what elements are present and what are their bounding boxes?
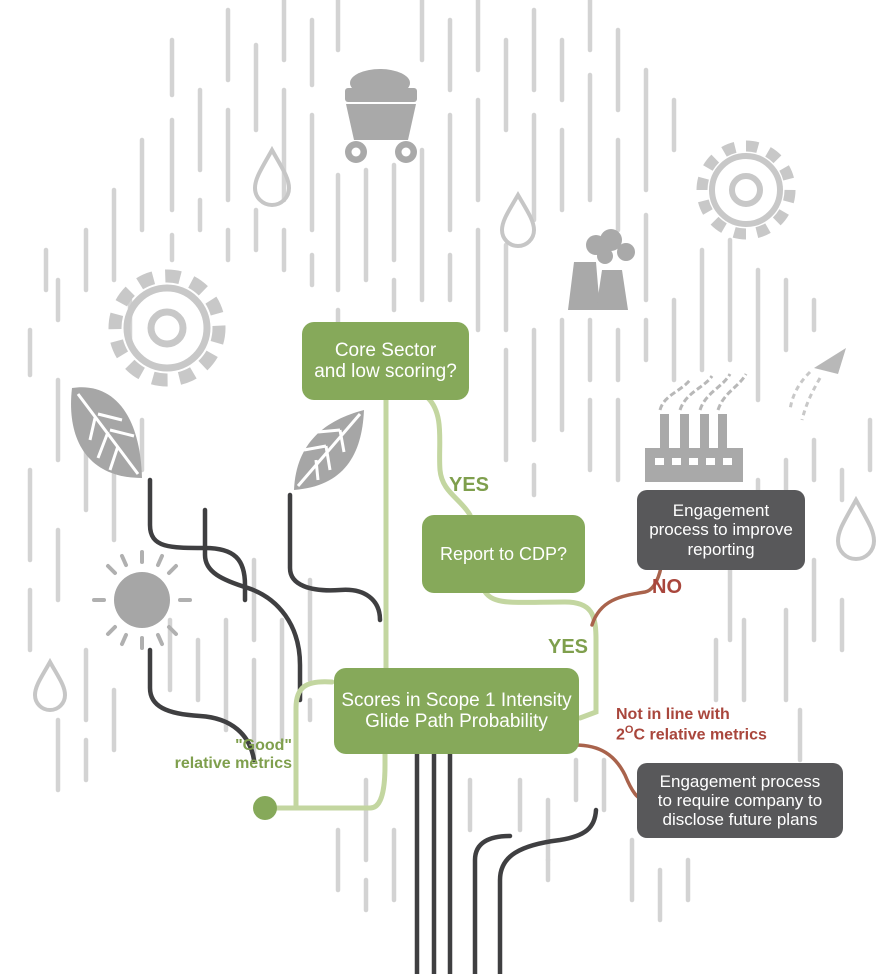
sun-icon xyxy=(92,550,192,650)
leaf-icon xyxy=(294,410,364,490)
degree-symbol: O xyxy=(624,723,634,736)
good-metrics-node xyxy=(253,796,277,820)
rain-streaks xyxy=(27,0,873,923)
gear-icon xyxy=(108,269,226,387)
not-in-line-line1: Not in line with xyxy=(616,706,730,723)
engagement-reporting-line1: Engagement xyxy=(672,501,770,521)
rocket-icon xyxy=(788,348,846,421)
not-in-line-rest: C relative metrics xyxy=(633,725,767,743)
no-cdp-label: NO xyxy=(652,576,682,598)
engagement-reporting-line2: process to improve xyxy=(649,520,793,540)
engagement-reporting-node: Engagement process to improve reporting xyxy=(637,490,805,570)
not-in-line-line2: 2OC relative metrics xyxy=(616,724,767,744)
factory-icon xyxy=(645,373,748,482)
scores-line1: Scores in Scope 1 Intensity xyxy=(341,689,572,711)
good-label-line1: "Good" xyxy=(235,737,292,754)
report-cdp-node: Report to CDP? xyxy=(422,515,585,593)
tree-branches xyxy=(147,477,599,974)
report-cdp-label: Report to CDP? xyxy=(439,543,568,564)
gear-icon xyxy=(696,140,796,240)
not-in-line-label: Not in line with 2OC relative metrics xyxy=(616,706,767,744)
coal-cart-icon xyxy=(345,69,417,163)
core-sector-node: Core Sector and low scoring? xyxy=(302,322,469,400)
engagement-plans-line3: disclose future plans xyxy=(662,810,818,830)
engagement-reporting-line3: reporting xyxy=(687,539,755,559)
scores-line2: Glide Path Probability xyxy=(365,711,548,732)
yes-core-label: YES xyxy=(449,474,490,496)
scores-node: Scores in Scope 1 Intensity Glide Path P… xyxy=(334,668,579,754)
engagement-plans-line2: to require company to xyxy=(657,790,823,810)
leaf-icon xyxy=(71,387,142,478)
engagement-plans-node: Engagement process to require company to… xyxy=(637,763,843,838)
good-label-line2: relative metrics xyxy=(174,754,292,772)
engagement-plans-line1: Engagement process xyxy=(659,771,821,791)
power-plant-icon xyxy=(568,229,635,310)
good-metrics-label: "Good" relative metrics xyxy=(128,737,292,772)
green-connectors xyxy=(262,395,599,811)
two-degree-number: 2 xyxy=(616,725,625,743)
core-sector-line1: Core Sector xyxy=(334,339,437,361)
water-drop-icon xyxy=(32,145,877,712)
core-sector-line2: and low scoring? xyxy=(314,361,457,382)
yes-cdp-label: YES xyxy=(548,636,589,658)
